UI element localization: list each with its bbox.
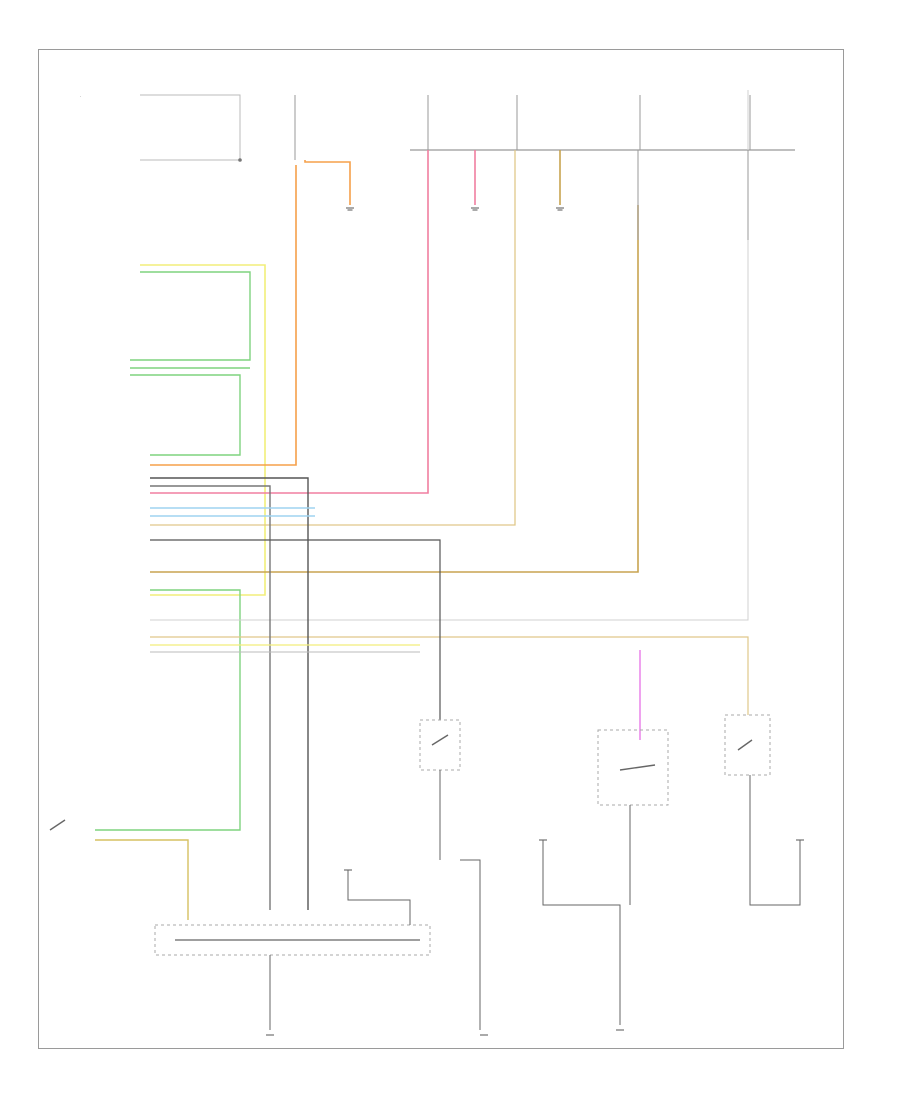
serial-data-green-wire-3 <box>130 374 241 456</box>
orange-wire <box>304 160 351 205</box>
tan-wire <box>150 150 516 526</box>
gray-wire-4 <box>150 539 441 720</box>
serial-data-green-wire <box>130 271 251 361</box>
switch-box-3 <box>724 714 771 776</box>
label: · <box>80 95 82 100</box>
tan-wire-2 <box>150 636 749 715</box>
serial-data-yellow-wire <box>140 264 266 596</box>
serial-data-wire-1 <box>140 94 241 160</box>
dark-tan-wire-3 <box>95 839 189 920</box>
ground-icon <box>266 207 804 1036</box>
harness-connector-box <box>154 924 431 956</box>
serial-data-green-wire-4 <box>95 589 241 831</box>
diagram-frame <box>38 49 844 1049</box>
gray-wire-3 <box>150 485 271 910</box>
orange-wire-2 <box>150 165 297 466</box>
switch-box-2 <box>597 729 669 806</box>
gray-wire-1 <box>150 90 749 621</box>
switch-box-1 <box>419 719 461 771</box>
splice-icon <box>238 158 242 162</box>
pink-wire <box>150 150 429 494</box>
gray-wire-2 <box>150 477 309 910</box>
dark-tan-wire-2 <box>150 205 639 573</box>
switch-icon <box>49 819 66 831</box>
